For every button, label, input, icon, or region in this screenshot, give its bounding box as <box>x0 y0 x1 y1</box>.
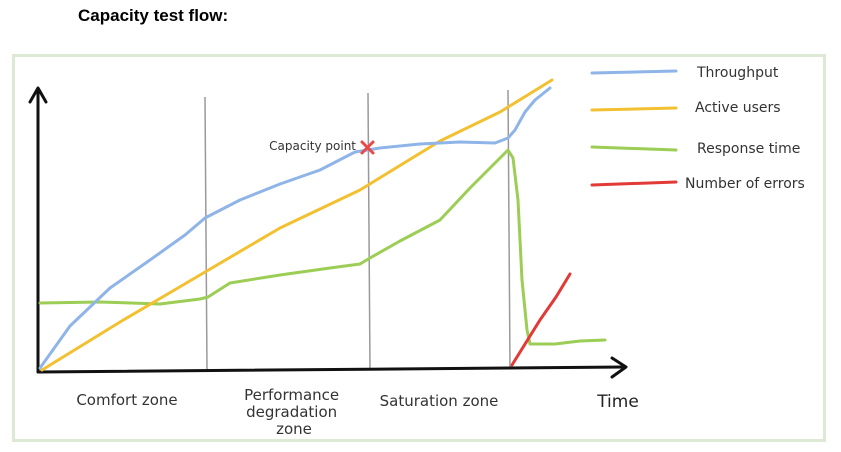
number-of-errors-line <box>510 272 572 367</box>
active-users-line <box>40 78 554 372</box>
diagram-frame <box>12 54 826 442</box>
legend-swatch-active-users <box>590 106 678 112</box>
legend: Throughput Active users Response time Nu… <box>590 65 805 192</box>
legend-label-response-time: Response time <box>697 141 800 157</box>
y-axis <box>28 86 48 374</box>
x-axis-label: Time <box>596 392 639 412</box>
zone-label-saturation: Saturation zone <box>380 392 499 410</box>
page-title: Capacity test flow: <box>78 6 229 25</box>
capacity-point-label: Capacity point <box>269 139 356 153</box>
throughput-line <box>38 86 552 370</box>
zone-label-line: degradation <box>246 403 337 421</box>
legend-swatch-number-of-errors <box>590 180 678 187</box>
zone-label-line: zone <box>276 420 312 438</box>
legend-label-throughput: Throughput <box>696 65 779 81</box>
zone-divider <box>204 96 208 371</box>
legend-swatch-throughput <box>590 69 678 75</box>
x-axis <box>36 356 628 379</box>
response-time-line <box>38 148 607 346</box>
zone-label-line: Saturation zone <box>380 392 499 410</box>
zone-label-comfort: Comfort zone <box>76 391 177 409</box>
zone-label-degradation: Performance degradation zone <box>244 386 344 438</box>
zone-label-line: Comfort zone <box>76 391 177 409</box>
zone-divider <box>507 89 511 369</box>
legend-swatch-response-time <box>590 145 678 152</box>
zone-label-line: Performance <box>244 386 339 404</box>
zone-divider <box>367 92 371 371</box>
x-mark-icon <box>360 140 375 155</box>
legend-label-number-of-errors: Number of errors <box>685 176 805 192</box>
legend-label-active-users: Active users <box>695 100 781 116</box>
